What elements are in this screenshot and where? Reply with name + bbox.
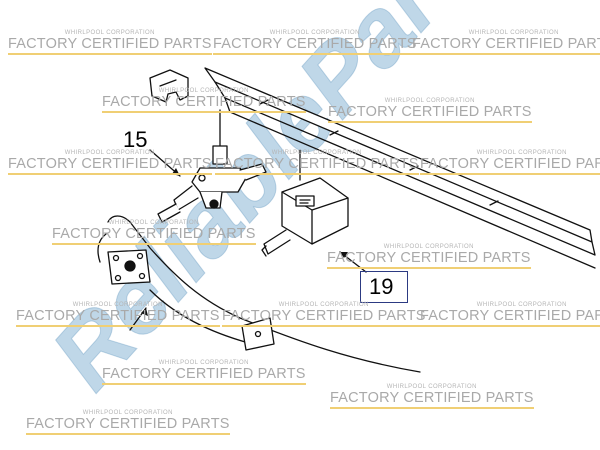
watermark-tile: WHIRLPOOL CORPORATION FACTORY CERTIFIED … [52,220,256,245]
watermark-text: FACTORY CERTIFIED PARTS [330,390,534,406]
watermark-corp: WHIRLPOOL CORPORATION [64,150,155,156]
watermark-tile: WHIRLPOOL CORPORATION FACTORY CERTIFIED … [327,244,531,269]
watermark-text: FACTORY CERTIFIED PARTS [26,416,230,432]
watermark-text: FACTORY CERTIFIED PARTS [215,156,419,172]
watermark-corp: WHIRLPOOL CORPORATION [158,360,249,366]
watermark-text: FACTORY CERTIFIED PARTS [52,226,256,242]
watermark-tile: WHIRLPOOL CORPORATION FACTORY CERTIFIED … [330,384,534,409]
watermark-text: FACTORY CERTIFIED PARTS [412,36,600,52]
watermark-corp: WHIRLPOOL CORPORATION [384,98,475,104]
watermark-text: FACTORY CERTIFIED PARTS [222,308,426,324]
watermark-corp: WHIRLPOOL CORPORATION [386,384,477,390]
watermark-tile: WHIRLPOOL CORPORATION FACTORY CERTIFIED … [420,150,600,175]
watermark-text: FACTORY CERTIFIED PARTS [8,156,212,172]
watermark-corp: WHIRLPOOL CORPORATION [271,150,362,156]
mounting-bracket [149,69,189,103]
callout-15: 15 [123,127,147,153]
watermark-tile: WHIRLPOOL CORPORATION FACTORY CERTIFIED … [412,30,600,55]
watermark-text: FACTORY CERTIFIED PARTS [213,36,417,52]
callout-19-label: 19 [369,274,394,299]
watermark-text: FACTORY CERTIFIED PARTS [8,36,212,52]
watermark-tile: WHIRLPOOL CORPORATION FACTORY CERTIFIED … [420,302,600,327]
callout-15-label: 15 [123,127,148,152]
watermark-text: FACTORY CERTIFIED PARTS [420,308,600,324]
watermark-corp: WHIRLPOOL CORPORATION [383,244,474,250]
switch-19-drawing [261,149,349,257]
watermark-tile: WHIRLPOOL CORPORATION FACTORY CERTIFIED … [102,88,306,113]
watermark-text: FACTORY CERTIFIED PARTS [16,308,220,324]
callout-19: 19 [360,271,409,303]
watermark-text: FACTORY CERTIFIED PARTS [327,250,531,266]
watermark-corp: WHIRLPOOL CORPORATION [82,410,173,416]
watermark-tile: WHIRLPOOL CORPORATION FACTORY CERTIFIED … [102,360,306,385]
reliable-parts-logo-watermark: ReliableParts [31,0,518,409]
watermark-tile: WHIRLPOOL CORPORATION FACTORY CERTIFIED … [8,30,212,55]
valve-15-drawing [157,109,267,223]
watermark-tile: WHIRLPOOL CORPORATION FACTORY CERTIFIED … [328,98,532,123]
watermark-tile: WHIRLPOOL CORPORATION FACTORY CERTIFIED … [222,302,426,327]
watermark-corp: WHIRLPOOL CORPORATION [72,302,163,308]
watermark-tile: WHIRLPOOL CORPORATION FACTORY CERTIFIED … [16,302,220,327]
watermark-corp: WHIRLPOOL CORPORATION [278,302,369,308]
watermark-corp: WHIRLPOOL CORPORATION [476,150,567,156]
watermark-corp: WHIRLPOOL CORPORATION [64,30,155,36]
watermark-tile: WHIRLPOOL CORPORATION FACTORY CERTIFIED … [215,150,419,175]
watermark-text: FACTORY CERTIFIED PARTS [102,94,306,110]
watermark-corp: WHIRLPOOL CORPORATION [476,302,567,308]
watermark-corp: WHIRLPOOL CORPORATION [468,30,559,36]
watermark-corp: WHIRLPOOL CORPORATION [269,30,360,36]
watermark-text: FACTORY CERTIFIED PARTS [102,366,306,382]
watermark-tile: WHIRLPOOL CORPORATION FACTORY CERTIFIED … [213,30,417,55]
watermark-text: FACTORY CERTIFIED PARTS [420,156,600,172]
watermark-corp: WHIRLPOOL CORPORATION [158,88,249,94]
watermark-corp: WHIRLPOOL CORPORATION [108,220,199,226]
watermark-tile: WHIRLPOOL CORPORATION FACTORY CERTIFIED … [8,150,212,175]
watermark-tile: WHIRLPOOL CORPORATION FACTORY CERTIFIED … [26,410,230,435]
lower-panel [107,215,421,373]
watermark-text: FACTORY CERTIFIED PARTS [328,104,532,120]
